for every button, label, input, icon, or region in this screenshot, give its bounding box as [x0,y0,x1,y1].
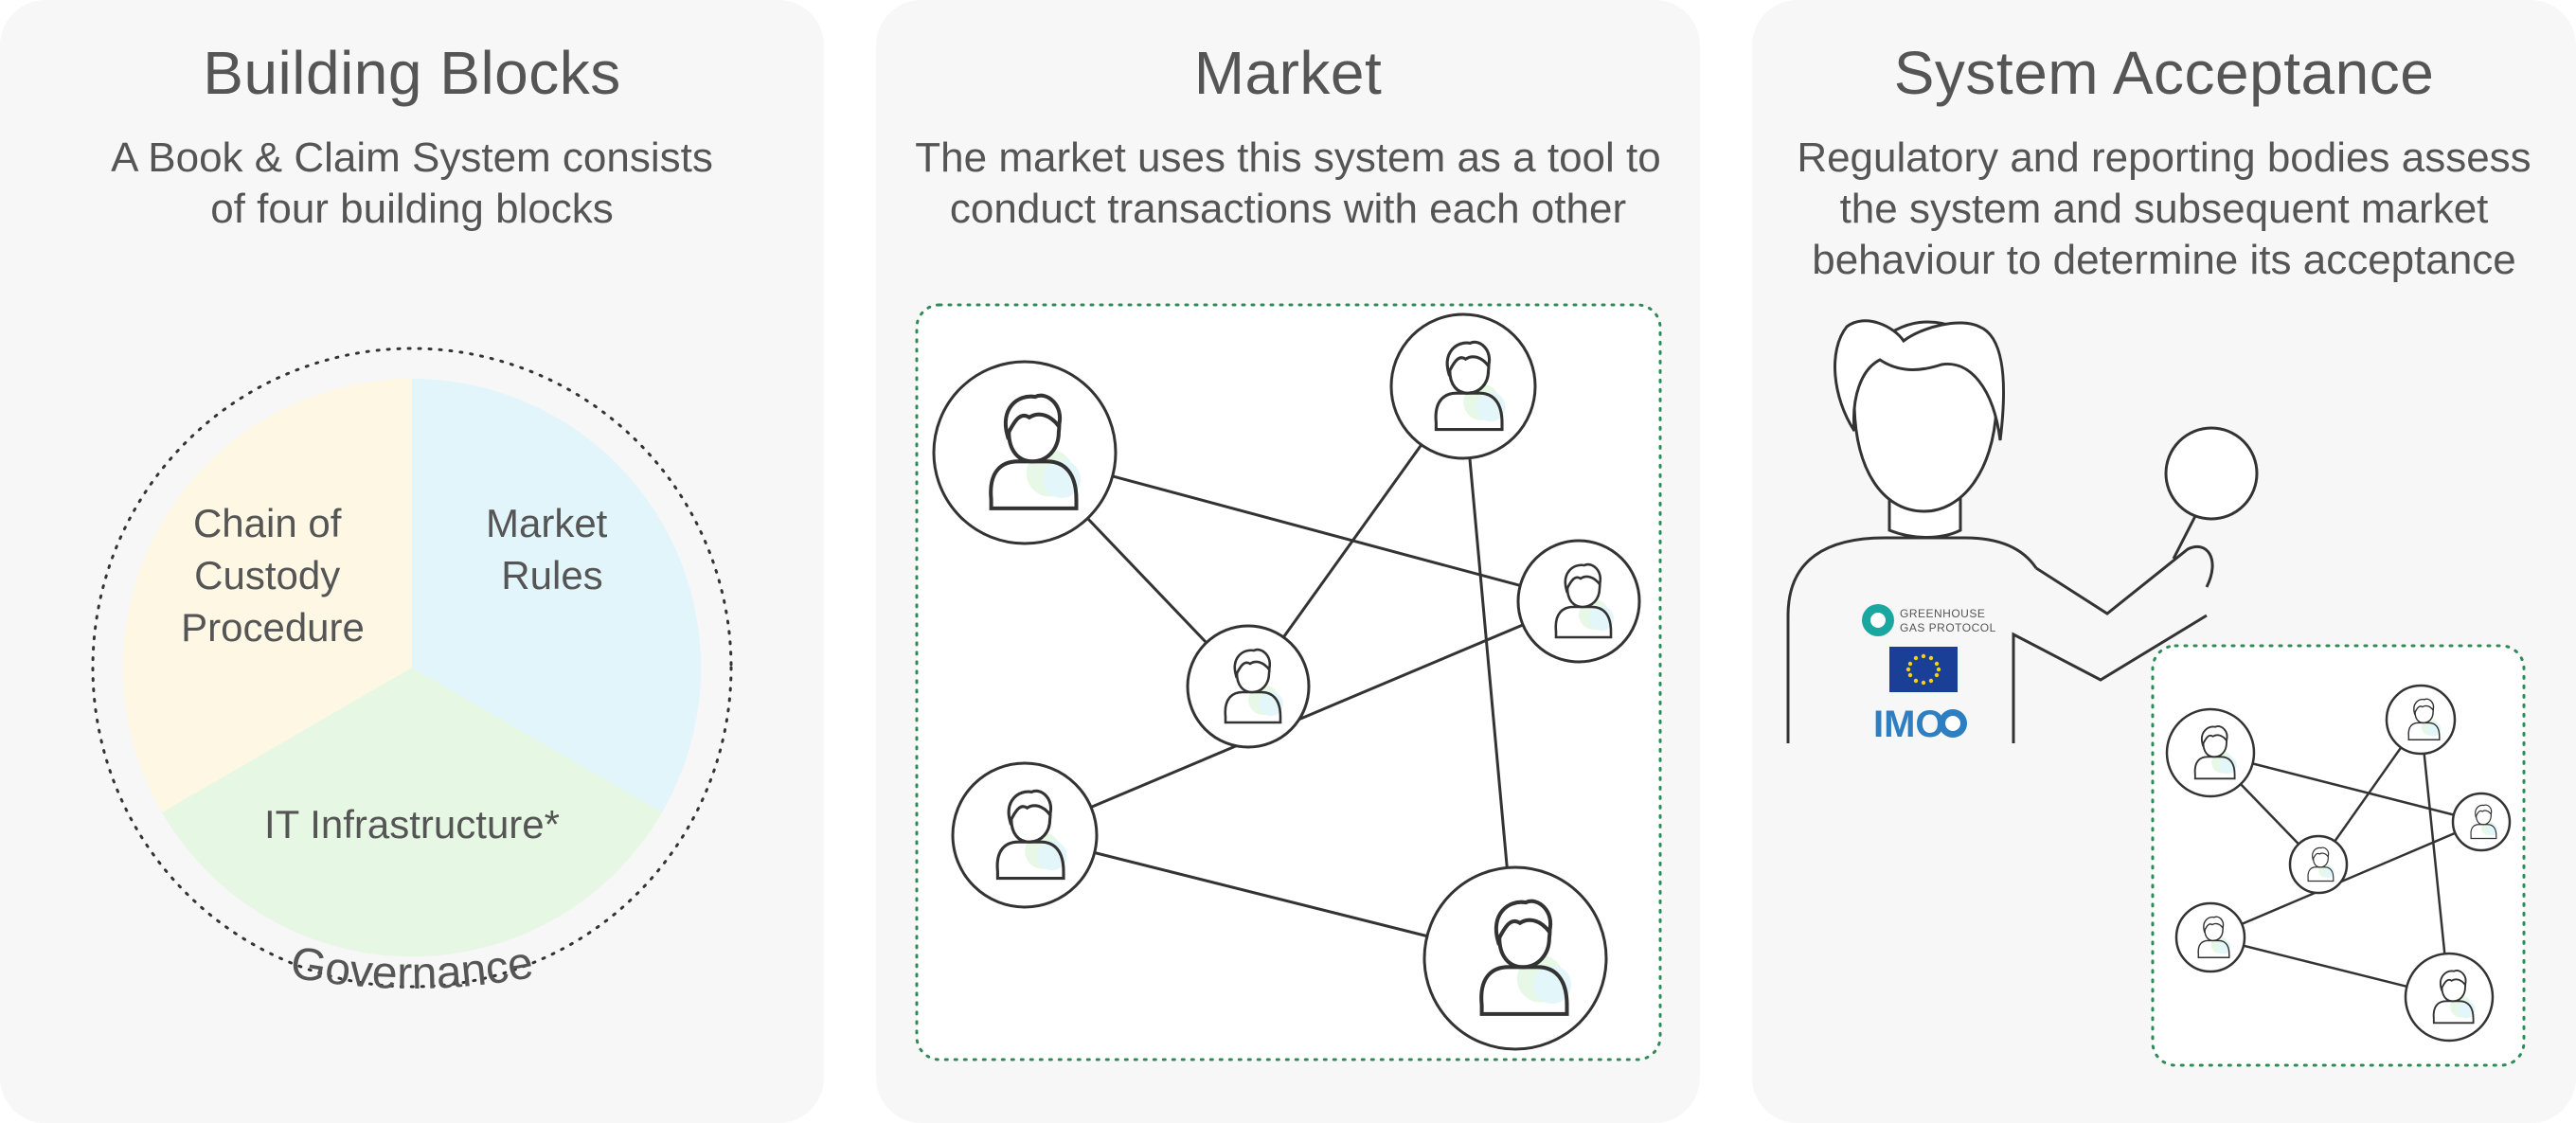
svg-text:IMO: IMO [1873,704,1945,745]
segment-label-market-rules: Market Rules [486,501,618,597]
governance-ring [91,347,733,989]
eu-flag-logo [1889,647,1958,692]
connection-line [1461,385,1517,959]
segment-label-chain-of-custody: Chain of Custody Procedure [181,501,365,650]
panel-description: The market uses this system as a tool to… [904,133,1672,235]
participant-node [932,360,1118,545]
participant-node [2404,952,2495,1043]
pie-segment-chain-of-custody [122,378,412,812]
eu-star-ring [1905,653,1941,686]
panel-description: Regulatory and reporting bodies assess t… [1780,133,2548,286]
description-line: The market uses this system as a tool to [915,134,1661,181]
participant-node [2165,707,2256,798]
participant-node [2385,684,2457,756]
participant-node [951,761,1099,909]
svg-text:GAS PROTOCOL: GAS PROTOCOL [1900,621,1996,634]
panel-title: Market [1193,39,1383,107]
participant-node [1389,312,1537,460]
magnifier-icon [2164,426,2259,521]
panel-title: System Acceptance [1893,39,2435,107]
market-network [915,303,1662,1061]
panel-description: A Book & Claim System consists of four b… [28,133,796,235]
segment-label-it-infrastructure: IT Infrastructure* [264,802,560,847]
description-line: of four building blocks [210,186,614,232]
connection-line [1024,451,1580,603]
ghg-protocol-logo: GREENHOUSE GAS PROTOCOL [1862,604,1996,636]
inspector-figure [1786,319,2259,743]
pie-segment-market-rules [412,378,702,812]
description-line: A Book & Claim System consists [111,134,713,181]
connection-line [2209,751,2482,824]
connection-line [1024,599,1580,837]
building-blocks-diagram: Chain of Custody Procedure Market Rules … [91,347,733,999]
svg-text:GREENHOUSE: GREENHOUSE [1900,607,1985,620]
participant-node [2288,834,2349,895]
mini-market-network [2151,644,2526,1067]
connection-line [2419,719,2451,998]
imo-logo: IMO [1873,704,1967,745]
participant-node [1422,865,1608,1051]
participant-node [2451,792,2512,852]
description-line: behaviour to determine its acceptance [1812,237,2516,283]
participant-node [2174,901,2246,973]
participant-node [1186,624,1311,749]
description-line: Regulatory and reporting bodies assess [1797,134,2531,181]
description-line: conduct transactions with each other [949,186,1627,232]
pie-segment-it-infrastructure [162,668,662,957]
connection-line [2209,820,2482,939]
panel-title: Building Blocks [203,39,621,107]
description-line: the system and subsequent market [1839,186,2489,232]
participant-node [1516,539,1641,664]
